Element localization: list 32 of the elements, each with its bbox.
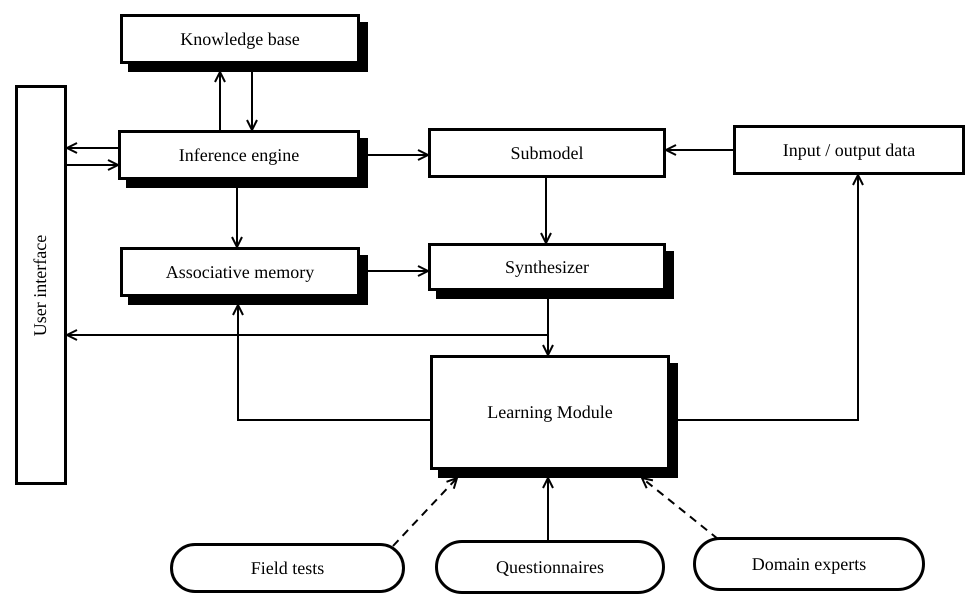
node-label: User interface [30, 234, 52, 336]
node-label: Input / output data [782, 140, 916, 160]
source-box [170, 543, 405, 593]
arrow [66, 299, 549, 341]
node-label: Submodel [510, 142, 584, 164]
arrow [231, 188, 243, 248]
process-box [428, 128, 666, 178]
arrow [67, 159, 119, 171]
arrow [678, 174, 864, 421]
source-box [435, 540, 665, 594]
arrow [665, 144, 733, 156]
node-label: Knowledge base [180, 28, 300, 50]
arrow [246, 72, 258, 131]
node-label: Inference engine [178, 144, 300, 166]
arrow [368, 149, 429, 161]
node-label: Associative memory [166, 262, 314, 282]
node-label: Learning Module [487, 402, 613, 423]
node-label: Domain experts [752, 554, 866, 574]
arrow [66, 142, 118, 154]
process-box [733, 125, 965, 175]
arrow [540, 178, 552, 244]
vertical-panel [15, 85, 67, 485]
node-label: Questionnaires [496, 556, 604, 578]
arrow [641, 477, 719, 540]
node-label: Field tests [250, 558, 324, 578]
arrow [214, 71, 226, 130]
arrow [232, 304, 430, 421]
arrow [392, 477, 458, 547]
arrow [368, 265, 429, 277]
node-label: Synthesizer [505, 256, 589, 278]
source-box [693, 537, 925, 591]
arrow [542, 477, 554, 540]
